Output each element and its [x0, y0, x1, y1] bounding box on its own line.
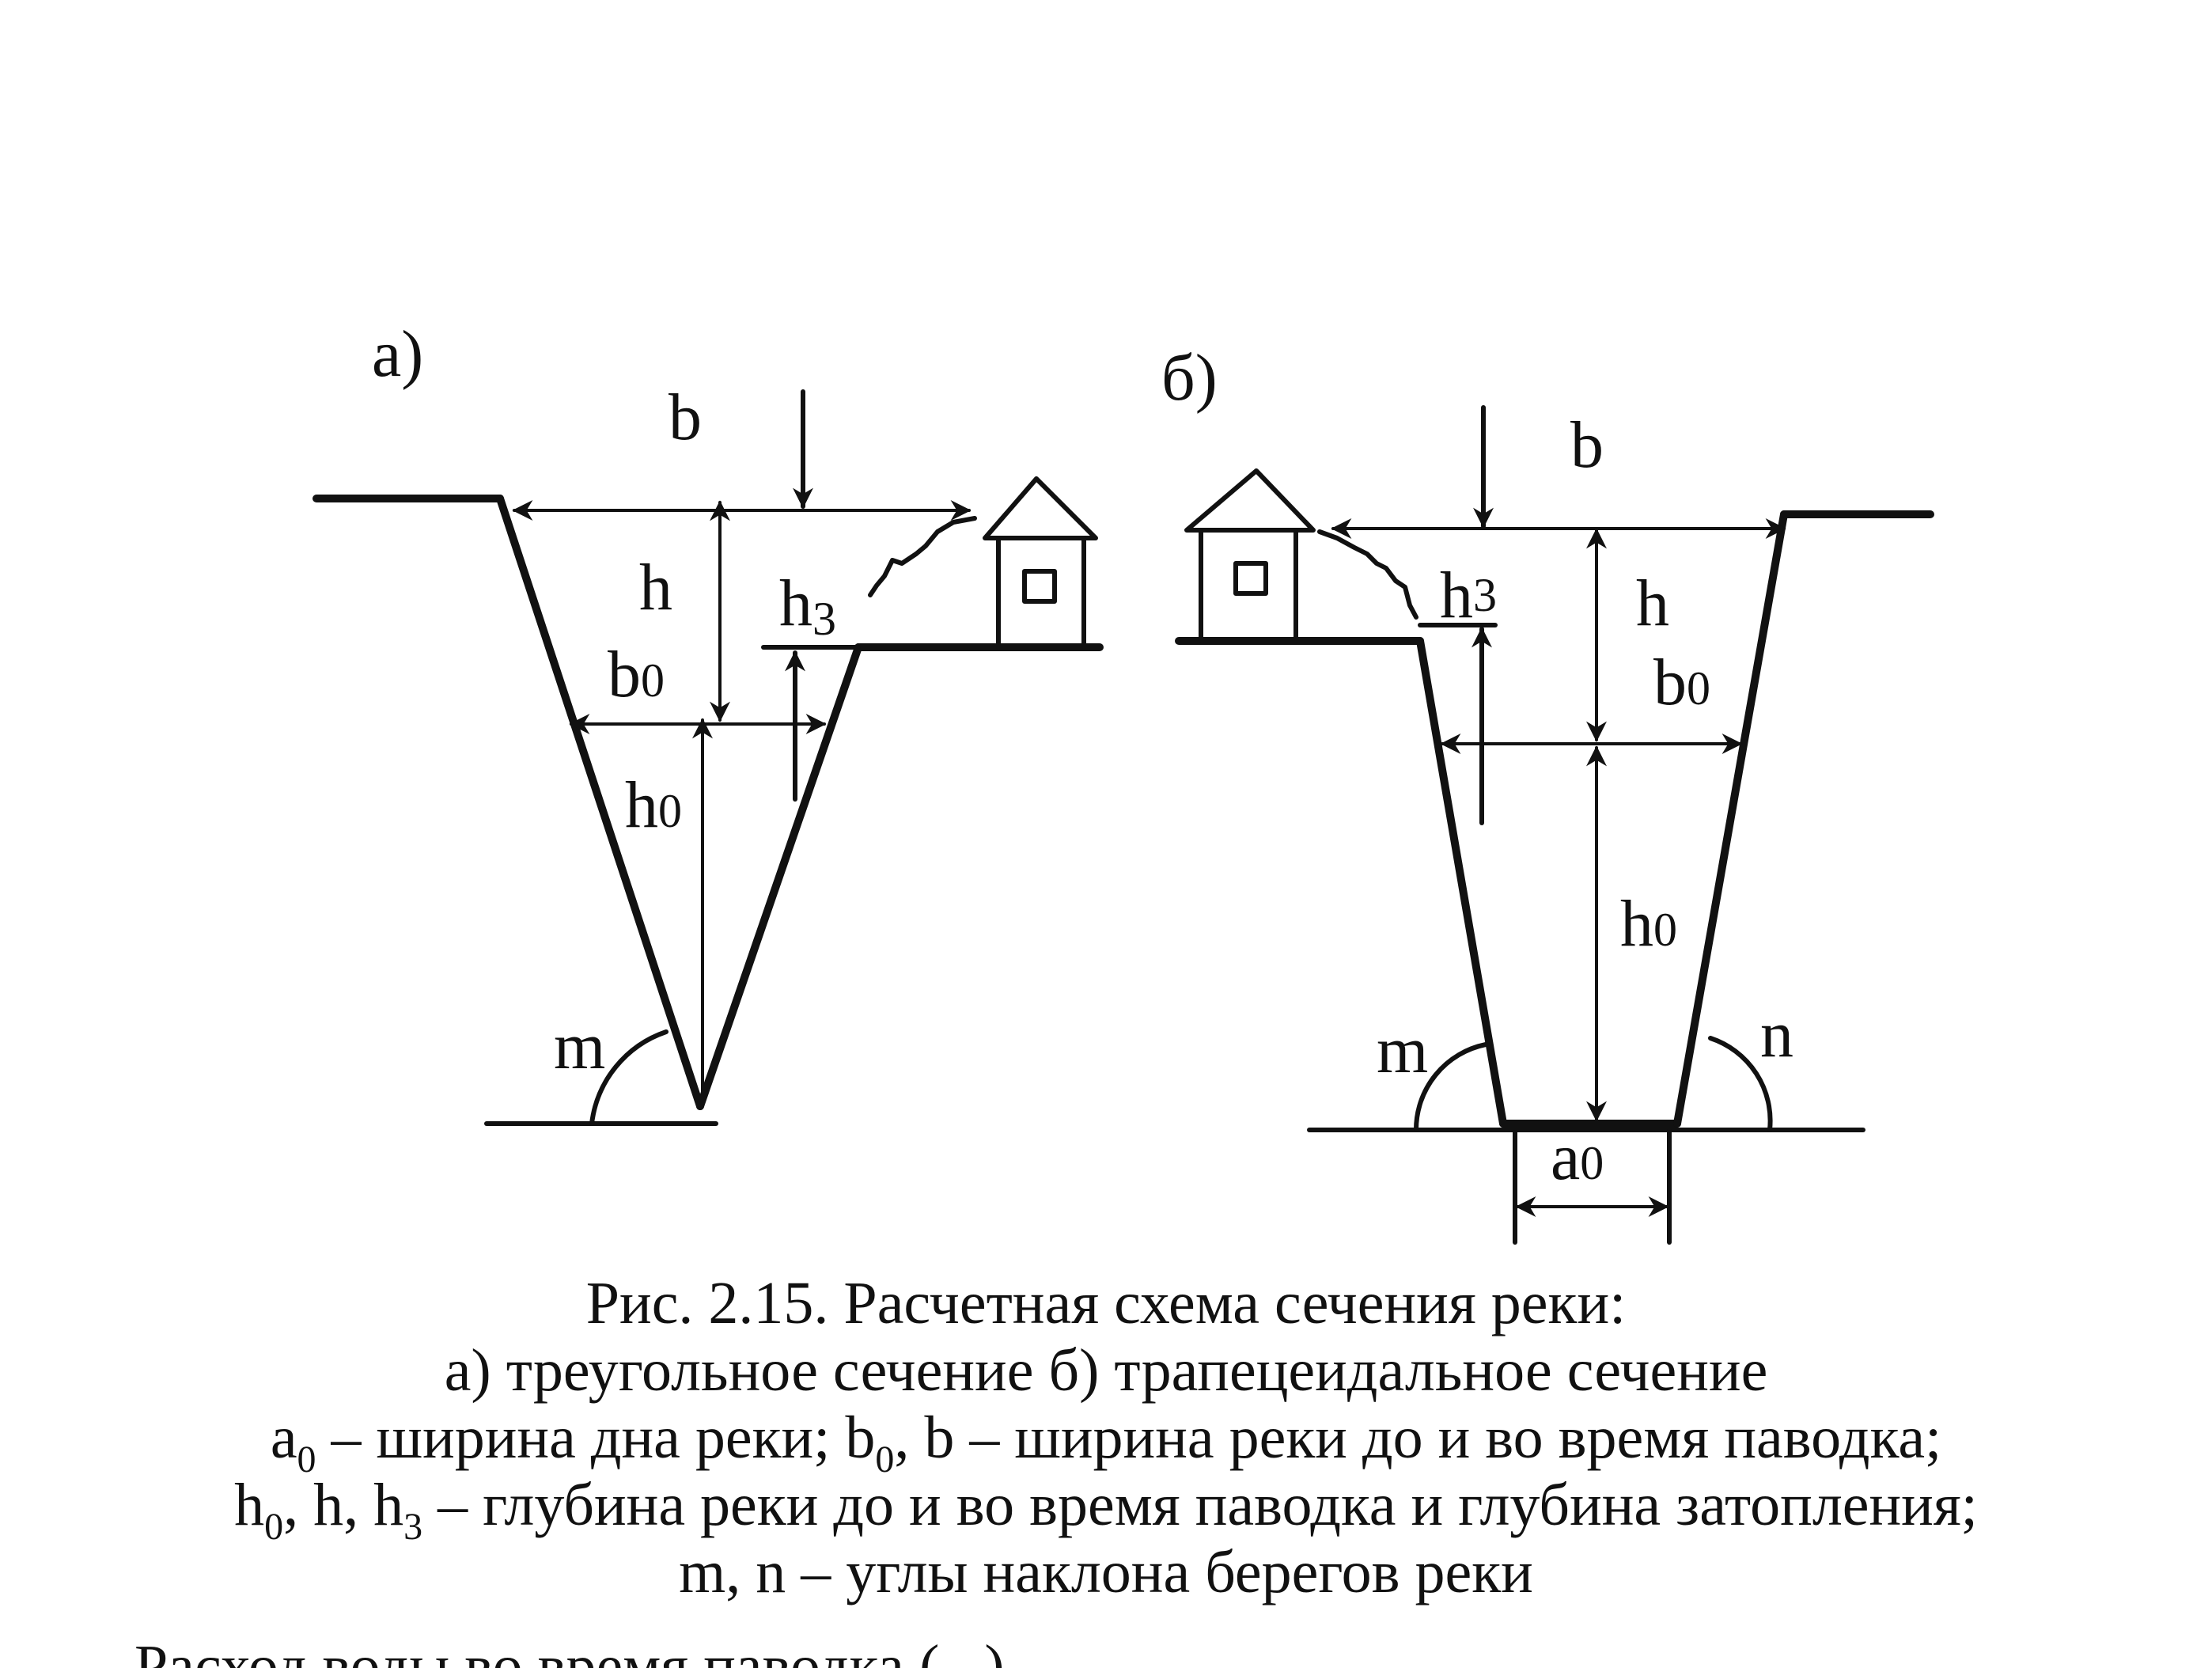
panel-b-angle-m: m	[1377, 1014, 1428, 1087]
panel-a-h-label: h	[639, 551, 672, 624]
figure-caption-line-4: h0, h, h3 – глубина реки до и во время п…	[234, 1472, 1978, 1548]
panel-b-h-label: h	[1636, 567, 1669, 640]
panel-b-b-label: b	[1570, 408, 1604, 482]
panel-a-angle-m-arc	[589, 1029, 669, 1126]
panel-b-left-slope	[1416, 637, 1507, 1128]
panel-b: б) m n b h3 h	[1161, 341, 1934, 1245]
figure-caption-line-2: а) треугольное сечение б) трапецеидально…	[444, 1337, 1768, 1404]
panel-a-label: а)	[372, 317, 423, 391]
figure-caption-line-3: a0 – ширина дна реки; b0, b – ширина рек…	[270, 1405, 1942, 1480]
panel-a-house	[983, 476, 1098, 650]
panel-b-label: б)	[1161, 341, 1218, 415]
panel-a-left-slope	[496, 495, 704, 1110]
panel-a-b0-label: b0	[608, 638, 665, 711]
panel-a: а) m b h h3 b0	[312, 317, 1104, 1126]
panel-a-angle-m: m	[554, 1010, 605, 1083]
panel-a-b-label: b	[669, 381, 702, 454]
panel-a-right-slope	[696, 643, 862, 1110]
panel-a-h0-label: h0	[625, 768, 682, 842]
panel-b-erosion-crack	[1317, 529, 1418, 620]
panel-b-angle-n-arc	[1708, 1036, 1773, 1132]
figure-caption-line-5: m, n – углы наклона берегов реки	[679, 1539, 1533, 1605]
panel-b-angle-m-arc	[1413, 1042, 1488, 1132]
cut-off-text-line: Расход воды во время паводка (...)	[134, 1636, 2033, 1668]
panel-b-a0-label: a0	[1551, 1120, 1604, 1194]
panel-b-h3-label: h3	[1440, 559, 1497, 632]
panel-b-house	[1184, 468, 1316, 643]
panel-b-angle-n: n	[1760, 998, 1793, 1071]
panel-b-right-slope	[1673, 510, 1788, 1128]
figure-caption-line-1: Рис. 2.15. Расчетная схема сечения реки:	[585, 1270, 1627, 1336]
panel-a-h3-label: h3	[779, 567, 836, 645]
panel-b-h0-label: h0	[1620, 887, 1677, 961]
panel-a-erosion-crack	[868, 516, 977, 597]
panel-b-b0-label: b0	[1653, 646, 1710, 719]
